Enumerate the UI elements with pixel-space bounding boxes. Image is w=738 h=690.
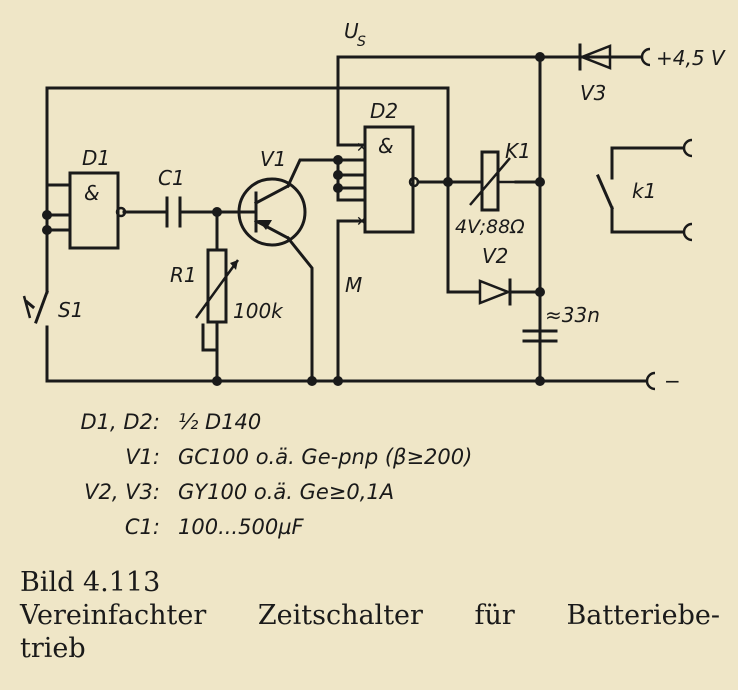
diode-v3-label: V3 — [580, 81, 606, 105]
legend-value: GY100 o.ä. Ge≥0,1A — [178, 480, 395, 504]
figure-caption: Bild 4.113 Vereinfachter Zeitschalter fü… — [20, 566, 720, 665]
transistor-v1-label: V1 — [260, 147, 286, 171]
capacitor-c1: C1 — [158, 166, 185, 228]
supply-us-subscript: S — [357, 34, 366, 50]
gate-d1-label: D1 — [82, 146, 110, 170]
relay-k1: K1 4V;88Ω — [455, 139, 531, 238]
supply-pos-label: +4,5 V — [656, 46, 726, 70]
diode-v3: V3 +4,5 V — [578, 43, 726, 105]
legend-key: V2, V3: — [84, 480, 160, 504]
capacitor-c1-label: C1 — [158, 166, 185, 190]
legend-key: D1, D2: — [80, 410, 161, 434]
terminals — [640, 47, 693, 391]
supply-neg-label: − — [664, 369, 681, 393]
junction-dots — [42, 52, 545, 386]
relay-contact-k1-label: k1 — [632, 179, 656, 203]
supply-us-text: U — [344, 19, 359, 43]
gate-d2: & D2 ✕ ✕ — [356, 99, 420, 234]
switch-s1-label: S1 — [58, 298, 83, 322]
transistor-v1: V1 — [237, 147, 307, 247]
relay-k1-label: K1 — [505, 139, 531, 163]
relay-contact-k1: k1 — [596, 174, 656, 210]
gate-d1-symbol: & — [84, 181, 100, 205]
legend-key: C1: — [124, 515, 160, 539]
diode-v2-label: V2 — [482, 244, 508, 268]
capacitor-33n-label: ≈33n — [545, 303, 600, 327]
resistor-r1-label: R1 — [170, 263, 197, 287]
caption-line-2: trieb — [20, 633, 86, 664]
circuit-schematic: & D1 & D2 ✕ ✕ C1 V1 — [22, 19, 726, 393]
ground-m-label: M — [345, 273, 362, 297]
legend-value: ½ D140 — [178, 410, 262, 434]
capacitor-33n: ≈33n — [522, 303, 600, 343]
diode-v2: V2 — [478, 244, 512, 306]
caption-line-1: Vereinfachter Zeitschalter für Batterieb… — [20, 600, 720, 631]
gate-d2-symbol: & — [378, 134, 394, 158]
legend-value: 100...500µF — [178, 515, 304, 539]
relay-k1-value: 4V;88Ω — [455, 216, 525, 238]
supply-us-label: U S — [344, 19, 366, 50]
legend-value: GC100 o.ä. Ge-pnp (β≥200) — [178, 445, 473, 469]
resistor-r1: R1 100k — [170, 248, 284, 324]
figure-number: Bild 4.113 — [20, 567, 161, 598]
gate-d2-unused-pin-mark: ✕ — [356, 140, 368, 156]
component-legend: D1, D2: ½ D140 V1: GC100 o.ä. Ge-pnp (β≥… — [0, 410, 738, 560]
gate-d2-label: D2 — [370, 99, 398, 123]
gate-d1: & D1 — [68, 146, 127, 250]
legend-key: V1: — [125, 445, 160, 469]
switch-s1: S1 — [22, 290, 83, 324]
gate-d2-unused-pin-mark: ✕ — [356, 214, 368, 230]
resistor-r1-value: 100k — [233, 299, 284, 323]
